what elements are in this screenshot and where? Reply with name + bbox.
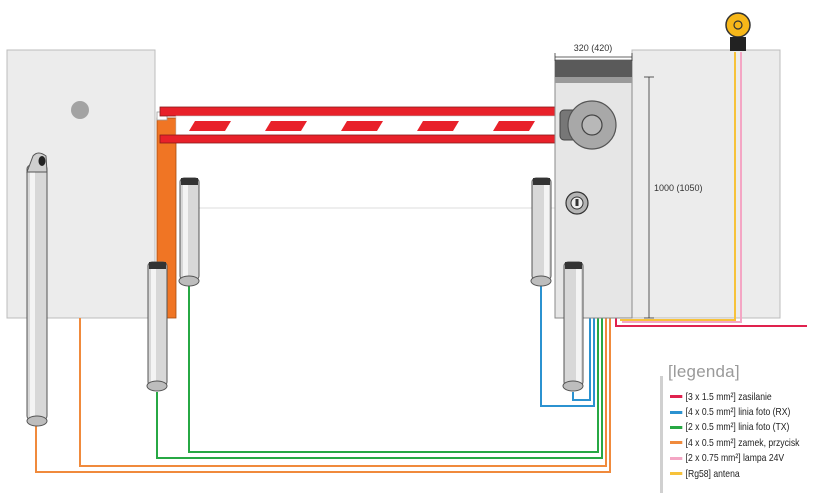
legend-item-power: [3 x 1.5 mm²] zasilanie: [670, 389, 799, 404]
legend-bracket: [660, 376, 663, 493]
warning-lamp: [725, 12, 751, 51]
legend-item-label: [2 x 0.75 mm²] lampa 24V: [685, 452, 785, 465]
barrier-boom: [159, 106, 581, 144]
legend-item-label: [Rg58] antena: [685, 467, 740, 480]
legend-swatch: [670, 395, 683, 399]
width-dimension: 320 (420): [554, 43, 633, 61]
right-wall: [631, 49, 781, 319]
photocell-tx-inner: [178, 177, 200, 287]
legend-item-label: [2 x 0.5 mm²] linia foto (TX): [685, 421, 790, 434]
legend-item-label: [4 x 0.5 mm²] linia foto (RX): [685, 406, 791, 419]
photo-tx-cable-inner: [188, 285, 599, 453]
photocell-rx-inner: [530, 177, 552, 287]
photo-tx-cable-outer: [156, 318, 603, 459]
legend-swatch: [670, 472, 683, 476]
photo-rx-cable-outer: [540, 285, 595, 407]
legend-list: [3 x 1.5 mm²] zasilanie [4 x 0.5 mm²] li…: [670, 389, 820, 481]
legend-item-label: [3 x 1.5 mm²] zasilanie: [685, 390, 772, 403]
wall-sensor-dot: [71, 101, 89, 119]
legend-swatch: [670, 410, 683, 414]
photo-rx-cable-inner: [572, 318, 591, 401]
photocell-rx-outer: [562, 261, 584, 392]
antenna-cable: [620, 52, 736, 321]
lock-cable-left-inner: [79, 318, 607, 467]
cable-routes: [35, 52, 807, 473]
legend-swatch: [670, 425, 683, 429]
legend-item-photo-rx: [4 x 0.5 mm²] linia foto (RX): [670, 404, 799, 419]
legend-title: [legenda]: [668, 362, 740, 381]
photocell-tx-outer: [146, 261, 168, 392]
legend-item-antenna: [Rg58] antena: [670, 466, 799, 481]
power-cable: [615, 318, 807, 327]
lamp-icon: [725, 12, 751, 38]
legend: [legenda] [3 x 1.5 mm²] zasilanie [4 x 0…: [656, 362, 820, 493]
legend-swatch: [670, 456, 683, 460]
legend-item-lock-button: [4 x 0.5 mm²] zamek, przycisk: [670, 435, 799, 450]
lamp-cable: [622, 52, 742, 323]
lock-cable-left-outer: [35, 318, 611, 473]
left-tall-column: [26, 152, 48, 427]
legend-item-label: [4 x 0.5 mm²] zamek, przycisk: [685, 436, 800, 449]
height-dimension-label: 1000 (1050): [654, 183, 703, 193]
height-dimension: 1000 (1050): [644, 76, 703, 319]
legend-item-photo-tx: [2 x 0.5 mm²] linia foto (TX): [670, 420, 799, 435]
legend-swatch: [670, 441, 683, 445]
width-dimension-label: 320 (420): [574, 43, 613, 53]
legend-item-lamp: [2 x 0.75 mm²] lampa 24V: [670, 451, 799, 466]
